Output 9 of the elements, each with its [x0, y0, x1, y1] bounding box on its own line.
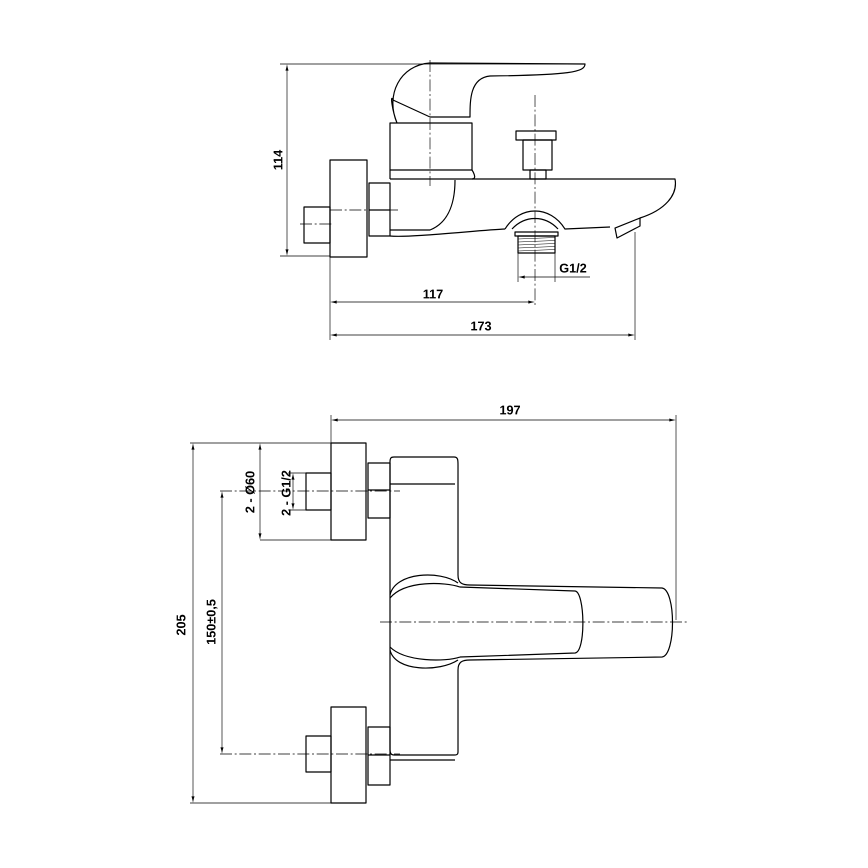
dimension-label: G1/2	[560, 263, 586, 273]
dimension-label: 150±0,5	[206, 600, 218, 644]
dimension-label: 114	[274, 150, 282, 170]
dimension-label: 205	[176, 614, 186, 636]
dimension-label: 173	[471, 322, 492, 330]
dimension-label: 2 - Ø60	[245, 471, 255, 513]
dimension-label: 2 - G1/2	[281, 470, 291, 516]
dimension-label: 117	[424, 290, 443, 298]
dimension-label: 197	[500, 406, 520, 414]
